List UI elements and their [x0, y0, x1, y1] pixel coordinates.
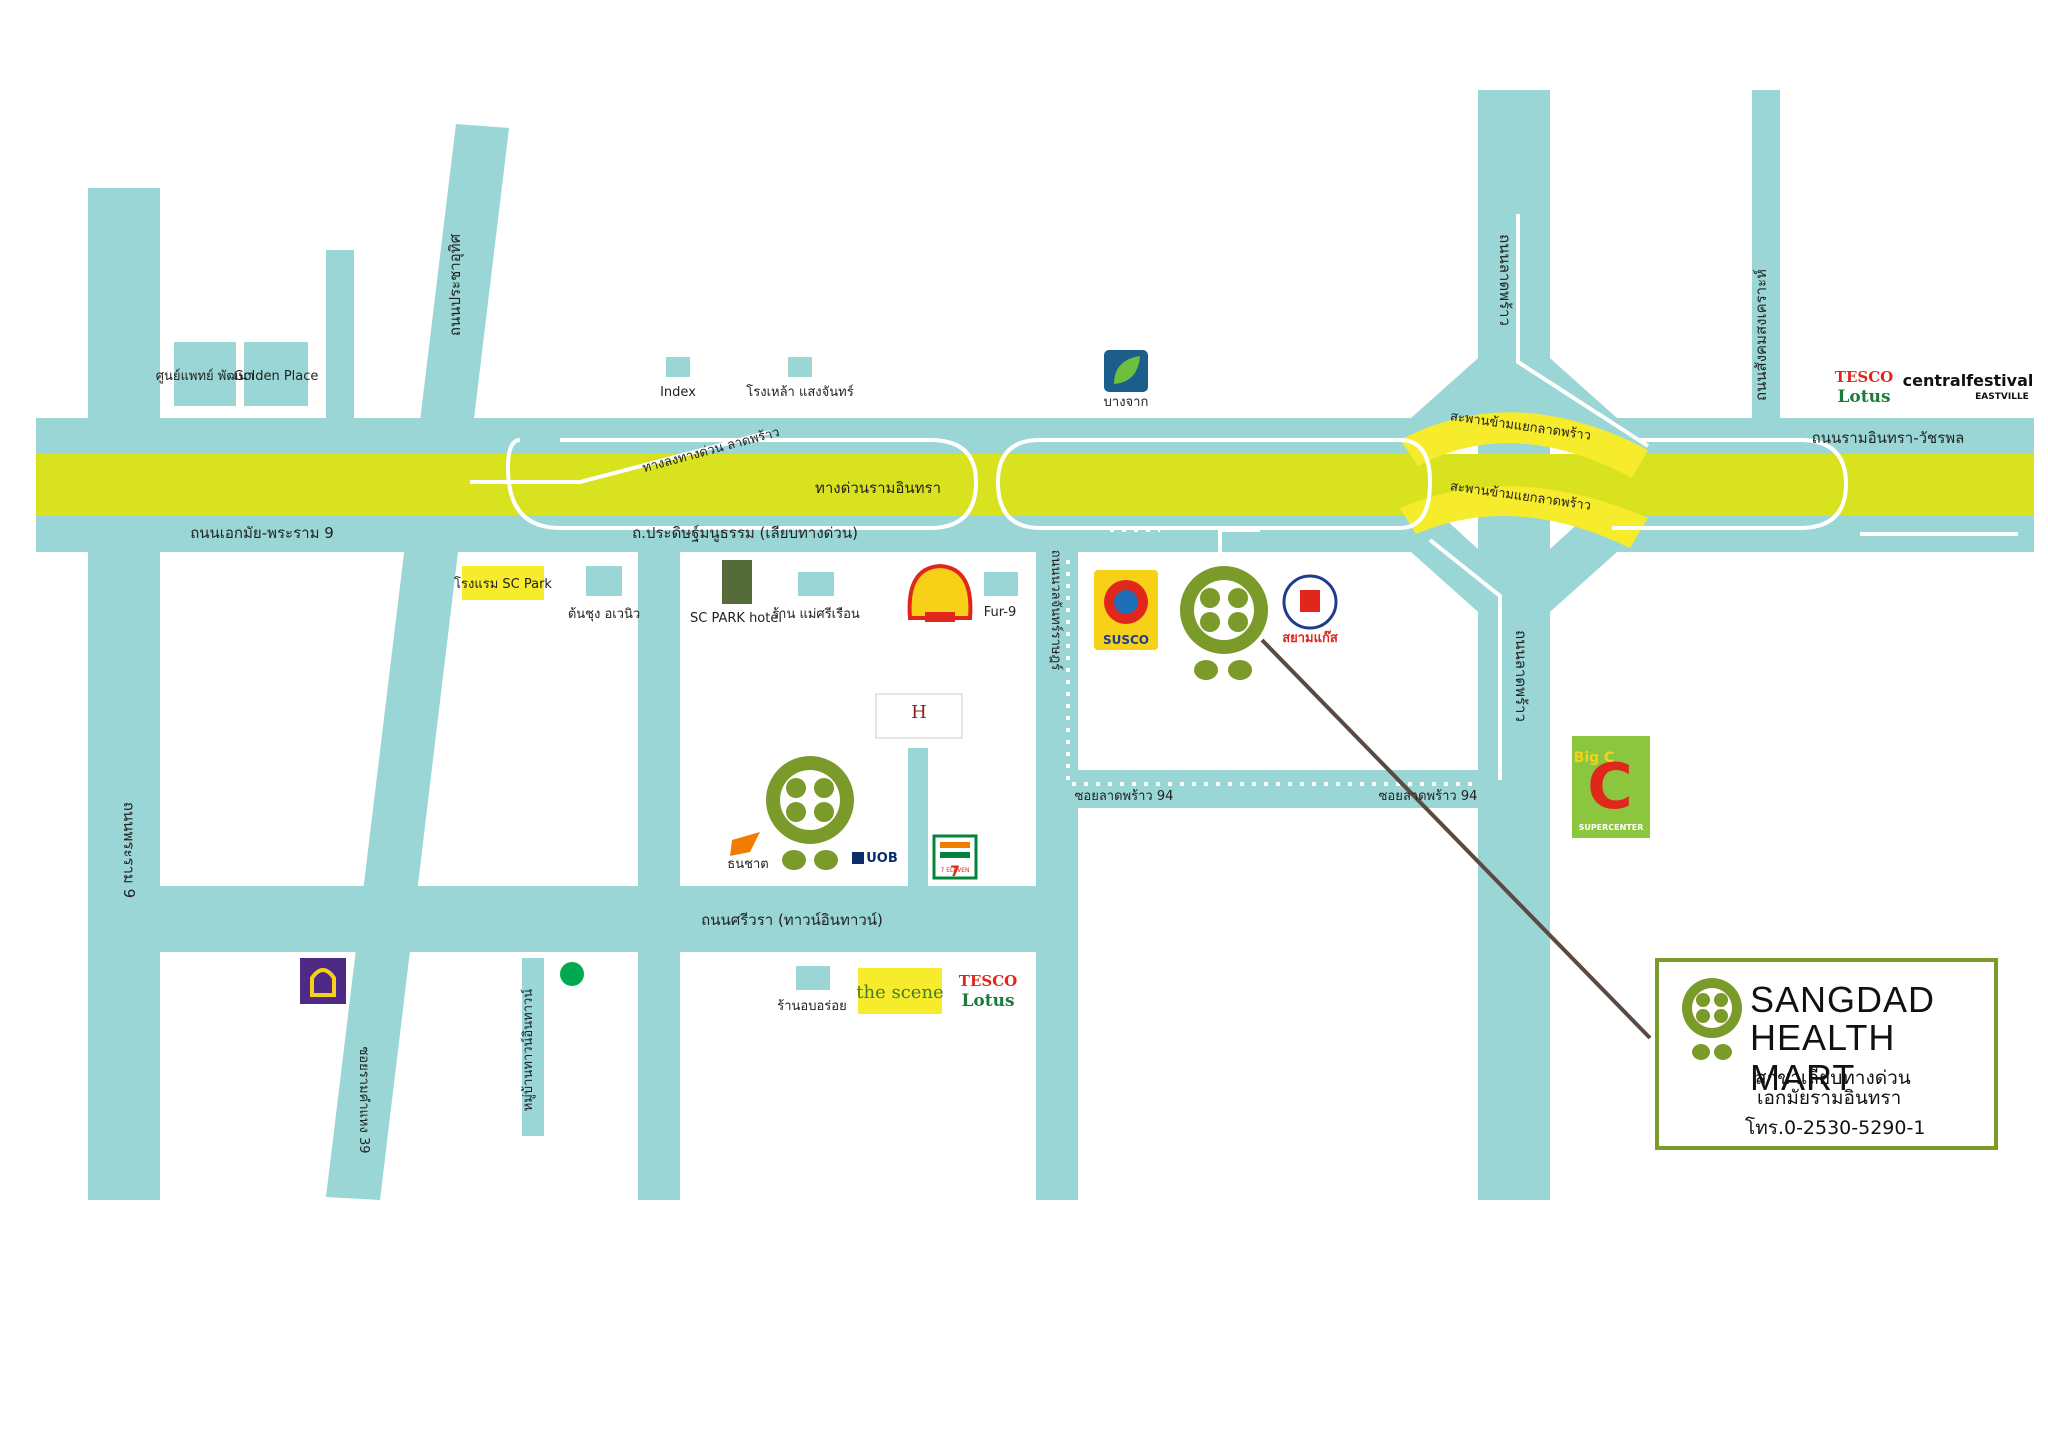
thanachart-logo-icon — [730, 832, 760, 856]
store-name-line2: HEALTH MART — [1750, 1017, 1896, 1098]
label-rama9: ถนนพระราม 9 — [120, 802, 138, 898]
label-tonchung: ต้นชุง อเวนิว — [568, 607, 640, 622]
shell-base — [925, 612, 955, 622]
golden-block — [244, 342, 308, 406]
sangdad-flower-icon — [1682, 978, 1742, 1060]
sangdad-store-marker-2 — [766, 756, 854, 870]
store-info-box: SANGDAD HEALTH MART สาขาเลียบทางด่วน เอก… — [1655, 958, 1998, 1150]
label-scene: the scene — [856, 982, 943, 1003]
branch-line1: สาขาเลียบทางด่วน — [1755, 1067, 1911, 1089]
road-side-stub — [326, 250, 354, 420]
scb-emblem-icon — [310, 968, 336, 997]
label-ladprao-south: ถนนลาดพร้าว — [1512, 630, 1530, 722]
label-scpark: SC PARK hotel — [690, 611, 782, 626]
index-block — [666, 357, 690, 377]
hotel-label-bg — [462, 566, 544, 600]
store-phone: โทร.0-2530-5290-1 — [1745, 1117, 1926, 1139]
arrow-ladprao-north — [1516, 214, 1650, 448]
label-expressway: ทางด่วนรามอินทรา — [815, 479, 941, 497]
siamgas-mark — [1300, 590, 1320, 612]
label-tesco-bottom: TESCO — [959, 972, 1017, 990]
label-maesri: ร้าน แม่ศรีเรือน — [772, 606, 860, 622]
label-soi94-left: ซอยลาดพร้าว 94 — [1075, 789, 1174, 804]
dotted-route — [1066, 560, 1478, 786]
label-seven: 7 ELEVEN — [940, 867, 969, 874]
road-nuanchan — [1036, 550, 1078, 1200]
kasikorn-logo-icon — [560, 962, 584, 986]
bigc-c-letter: C — [1587, 750, 1633, 823]
label-eastville: EASTVILLE — [1975, 392, 2029, 402]
label-sangkhom: ถนนสังคมสงเคราะห์ — [1752, 269, 1770, 401]
seven-stripe-2 — [940, 852, 970, 858]
road-middle — [638, 550, 680, 1200]
scb-logo — [300, 958, 346, 1004]
arrow-ladprao-south — [1428, 538, 1502, 780]
label-siamgas: สยามแก๊ส — [1282, 631, 1338, 646]
branch-line2: เอกมัยรามอินทรา — [1757, 1087, 1902, 1109]
ramp-arrow — [470, 430, 771, 484]
road-sriwara — [88, 886, 1078, 952]
label-soi94-right: ซอยลาดพร้าว 94 — [1379, 789, 1478, 804]
bridge-upper — [1400, 412, 1648, 478]
bangchak-leaf-icon — [1114, 356, 1140, 384]
pointer-line — [1260, 638, 1652, 1040]
shell-logo-icon — [907, 563, 973, 620]
label-townintown: หมู่บ้านทาวน์อินทาวน์ — [520, 989, 536, 1112]
loop-arrow-1 — [505, 438, 979, 530]
label-central: centralfestival — [1903, 371, 2034, 390]
sangdad-store-marker-1 — [1180, 566, 1268, 680]
maesri-block — [798, 572, 834, 596]
tonchung-block — [586, 566, 622, 596]
scpark-logo-icon — [722, 560, 752, 604]
aroi-block — [796, 966, 830, 990]
seven-number: 7 — [950, 864, 960, 880]
label-supercenter: SUPERCENTER — [1579, 823, 1644, 832]
bigc-logo — [1572, 736, 1650, 838]
loop-arrow-3 — [1612, 438, 1849, 530]
arrow-service — [1218, 528, 1260, 552]
label-soi39: ซอยรามคำแหง 39 — [356, 1046, 371, 1153]
label-lotus-top: Lotus — [1837, 387, 1890, 407]
label-index: Index — [660, 385, 696, 400]
label-hotel: โรงแรม SC Park — [454, 576, 552, 592]
label-prachauthit: ถนนประชาอุทิศ — [446, 233, 465, 336]
label-ramintra: ถนนรามอินทรา-วัชรพล — [1812, 429, 1965, 447]
label-tesco-top: TESCO — [1835, 368, 1893, 386]
foundry-block — [788, 357, 812, 377]
label-bigc: Big C — [1574, 750, 1615, 766]
label-foundry: โรงเหล้า แสงจันทร์ — [746, 384, 853, 400]
road-townintown — [522, 958, 544, 1136]
townintown-hotel-mark: H — [911, 702, 927, 723]
label-ladprao-north: ถนนลาดพร้าว — [1496, 234, 1514, 326]
label-uob: UOB — [866, 851, 898, 866]
medical-block — [174, 342, 236, 406]
label-medical: ศูนย์แพทย์ พัฒนา — [156, 368, 255, 384]
susco-drop-icon — [1114, 590, 1138, 614]
label-service-road: ถ.ประดิษฐ์มนูธรรม (เลียบทางด่วน) — [632, 524, 858, 542]
loop-arrow-2 — [995, 438, 1433, 530]
bridge-lower — [1400, 486, 1648, 548]
road-stub-711 — [908, 748, 928, 886]
road-sangkhom — [1752, 90, 1780, 420]
expressway-band — [36, 454, 2034, 516]
label-main-road: ถนนเอกมัย-พระราม 9 — [190, 524, 334, 542]
label-sriwara: ถนนศรีวรา (ทาวน์อินทาวน์) — [701, 911, 883, 929]
road-rama9 — [88, 188, 160, 1200]
label-golden: Golden Place — [234, 369, 319, 384]
road-soi94 — [1036, 770, 1478, 808]
scene-logo — [858, 968, 942, 1014]
label-fur9: Fur-9 — [984, 605, 1016, 620]
uob-logo-icon — [852, 852, 864, 864]
label-aroi: ร้านอบอร่อย — [777, 999, 846, 1014]
seven-stripe-1 — [940, 842, 970, 848]
label-susco: SUSCO — [1103, 633, 1149, 647]
label-thanachart: ธนชาต — [727, 857, 768, 872]
label-nuanchan: ถนนนวลจันทร์ราษฎร์ — [1048, 550, 1064, 670]
label-bangchak: บางจาก — [1104, 395, 1149, 410]
store-name-line1: SANGDAD — [1750, 979, 1936, 1020]
fur9-block — [984, 572, 1018, 596]
townintown-hotel-logo — [875, 693, 963, 739]
label-lotus-bottom: Lotus — [961, 991, 1014, 1011]
